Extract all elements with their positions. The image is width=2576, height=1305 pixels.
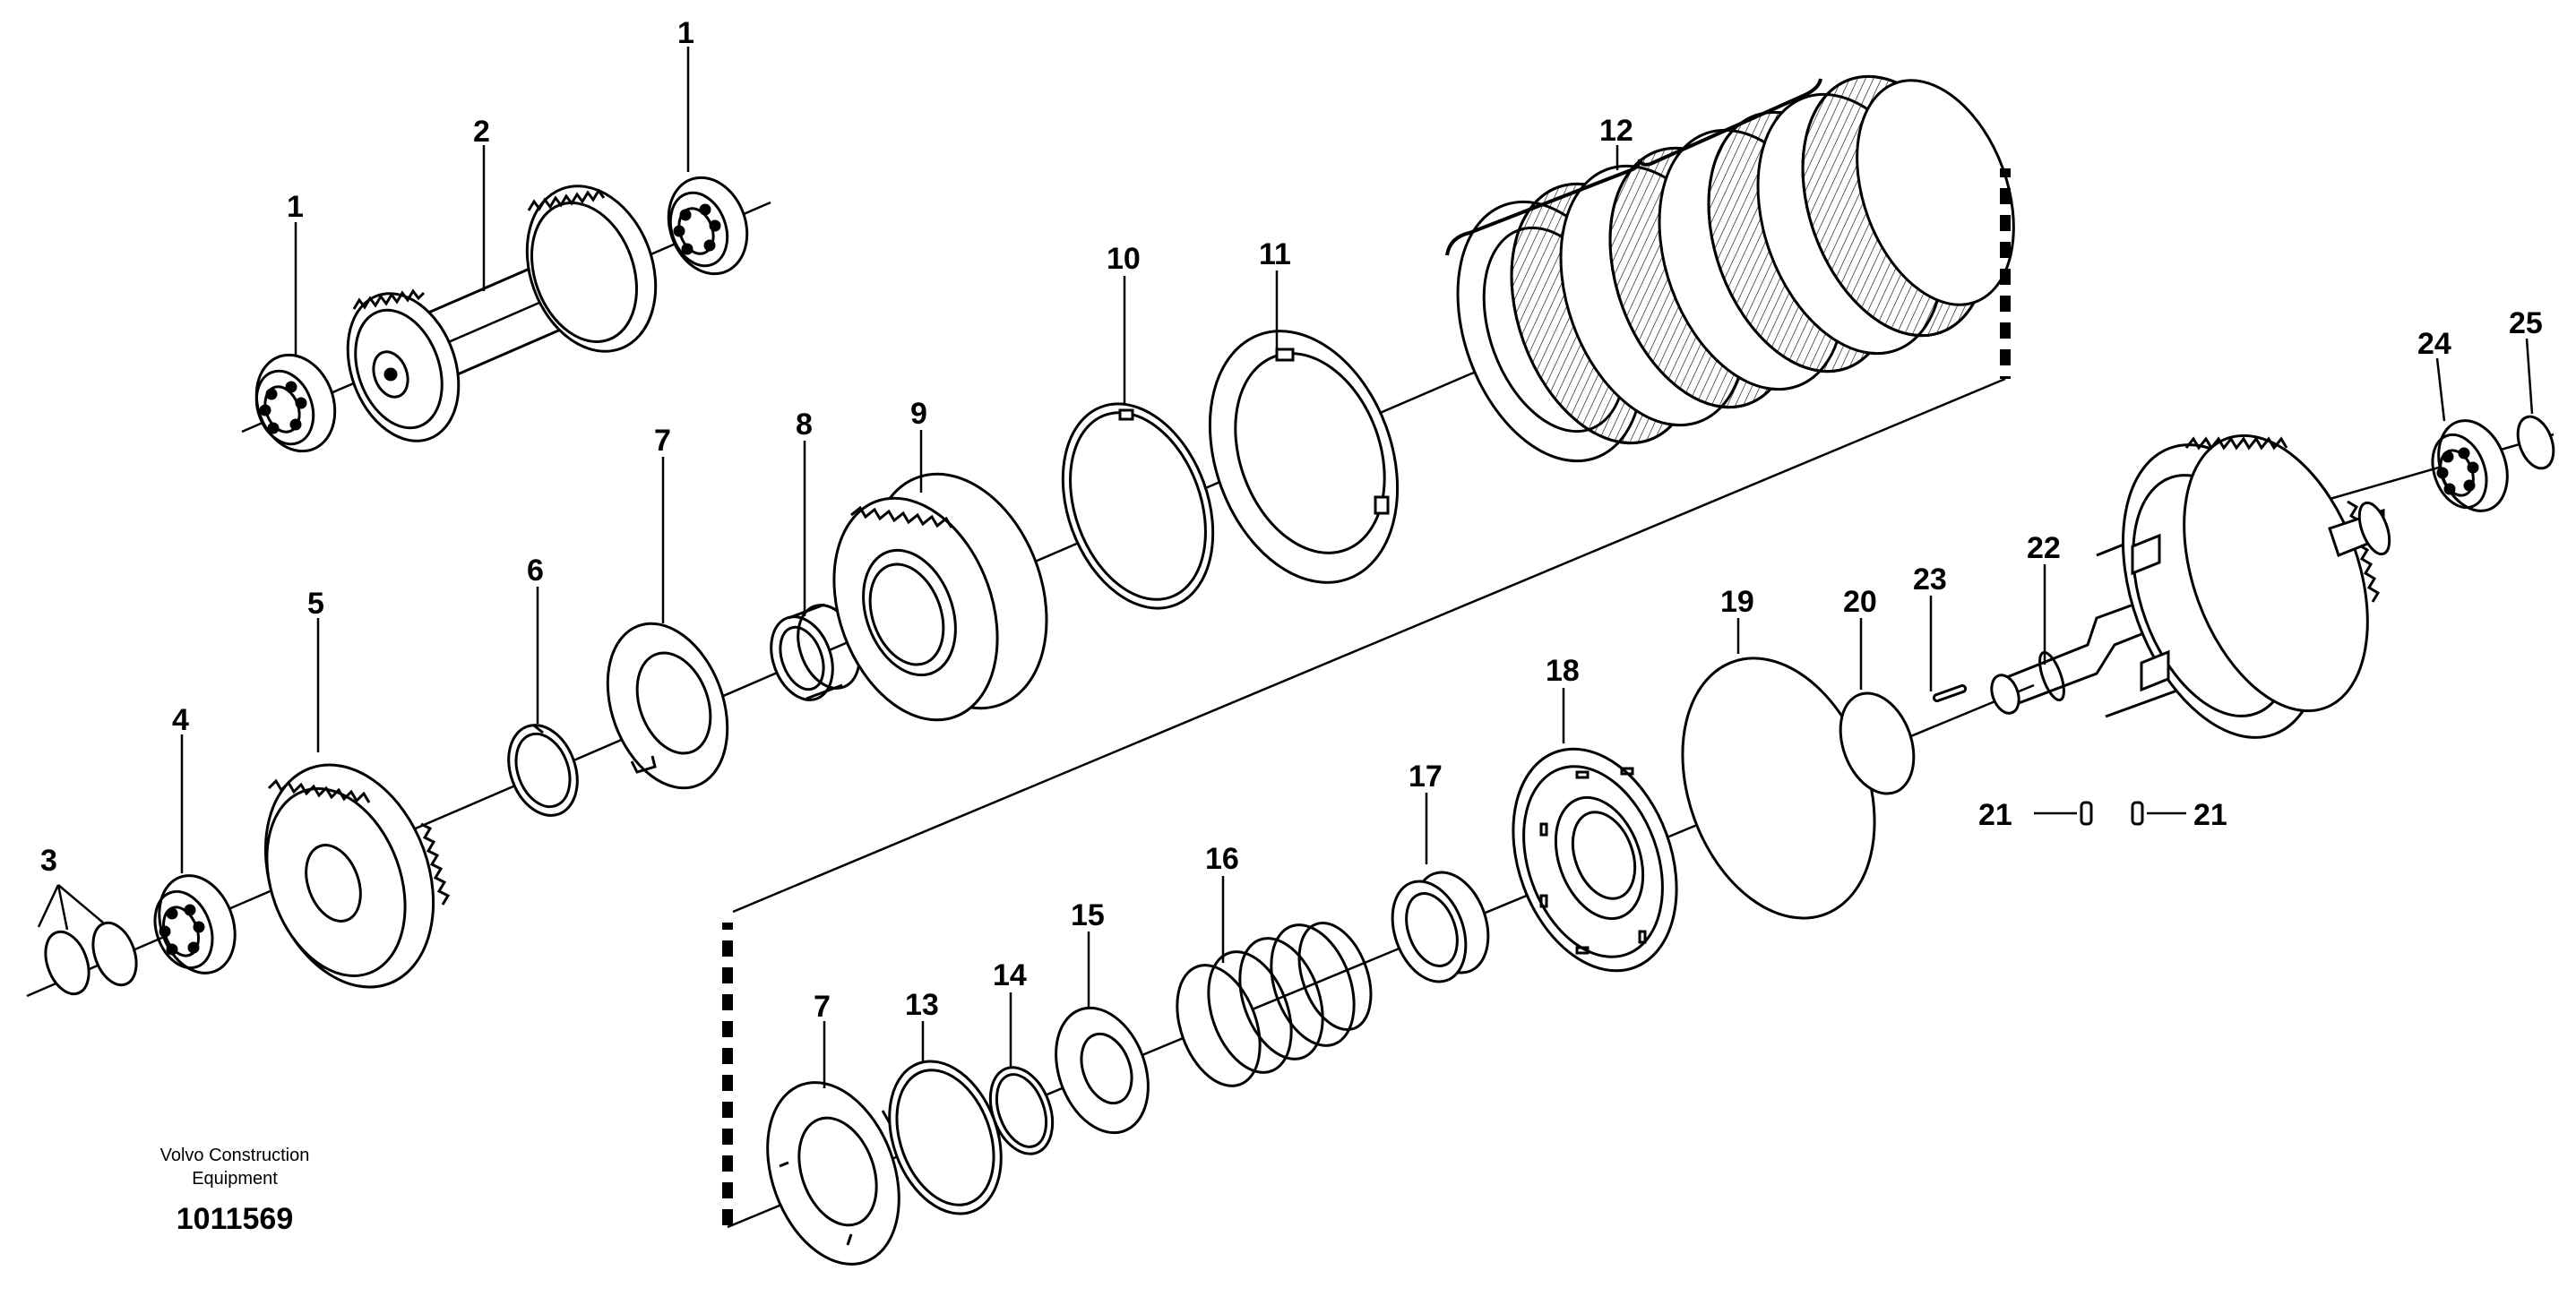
shim-rings-3 [44,921,138,996]
bearing-1-left [254,353,337,453]
callout-4: 4 [172,703,189,737]
callout-11: 11 [1259,237,1291,271]
callout-23: 23 [1913,562,1947,597]
caption-line-1: Volvo Construction [160,1146,310,1165]
pin-21-left [2034,801,2093,826]
gear-5 [263,763,451,989]
needle-bearing-8 [770,603,861,701]
callout-21-right: 21 [2193,798,2227,832]
spring-16 [1176,921,1373,1087]
pressure-plate-11 [1208,330,1400,584]
manufacturer-caption: Volvo Construction Equipment 1011569 [160,1146,310,1236]
clutch-disc-pack-12 [1445,74,2015,463]
caption-line-2: Equipment [192,1169,278,1189]
callout-12: 12 [1599,114,1633,148]
pin-23 [1932,683,1968,703]
callout-5: 5 [307,587,324,621]
callout-13: 13 [905,988,939,1022]
thrust-washer-7-lower [766,1081,900,1266]
callout-24: 24 [2417,327,2451,361]
bearing-24 [2431,419,2509,512]
bearing-4 [153,874,237,974]
callout-1-upper-left: 1 [287,190,304,224]
callout-8: 8 [796,408,813,442]
callout-21-left: 21 [1978,798,2012,832]
callout-10: 10 [1107,242,1141,276]
callout-16: 16 [1205,842,1239,876]
break-line-bottom [722,923,733,1227]
shaft-drum-22 [1990,434,2391,739]
callout-7-upper: 7 [654,424,671,458]
piston-18 [1512,747,1678,973]
thrust-washer-7-upper [606,622,729,790]
callout-7-lower: 7 [814,990,831,1024]
snap-ring-14 [988,1066,1055,1155]
callout-14: 14 [993,958,1027,992]
shim-ring-25 [2516,415,2555,470]
callout-15: 15 [1071,898,1105,932]
callout-6: 6 [527,554,544,588]
bearing-1-right [667,176,749,276]
leader-lines [37,47,2534,1088]
gear-9 [832,472,1048,722]
callout-1-upper-right: 1 [677,16,694,50]
callout-25: 25 [2509,306,2543,340]
pin-21-right [2131,801,2186,826]
callout-22: 22 [2027,531,2061,565]
callout-3: 3 [40,844,57,878]
callout-19: 19 [1720,585,1754,619]
washer-15 [1055,1006,1150,1135]
callout-18: 18 [1546,654,1580,688]
seal-ring-20 [1839,691,1916,795]
intermediate-shaft-2 [346,185,658,442]
break-line-top [732,168,2011,914]
callout-17: 17 [1409,760,1443,794]
snap-ring-6 [507,724,579,817]
callout-9: 9 [910,397,927,431]
callout-2: 2 [473,115,490,149]
callout-labels: 1 1 2 3 4 5 6 7 7 8 9 10 11 12 13 14 15 … [40,16,2543,1024]
bushing-17 [1391,871,1490,983]
callout-20: 20 [1843,585,1877,619]
drawing-number: 1011569 [177,1202,294,1236]
snap-ring-10 [1061,402,1215,610]
